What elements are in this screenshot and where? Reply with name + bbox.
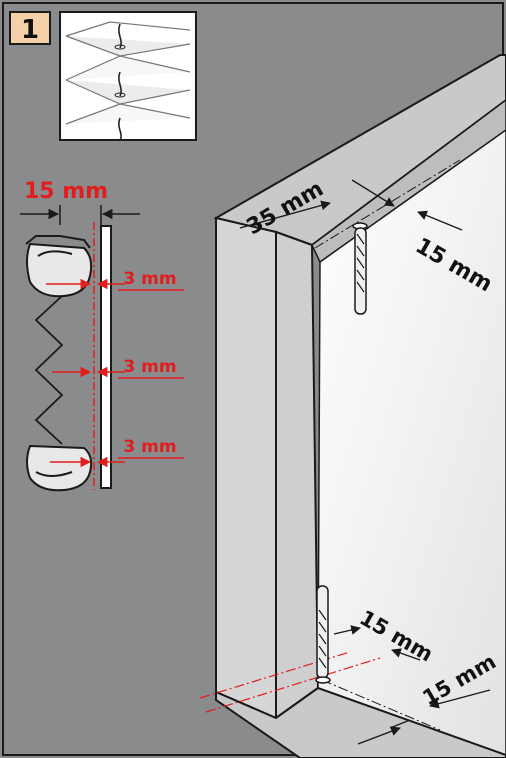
- step-number: 1: [21, 15, 39, 45]
- window-frame-icon: [199, 54, 506, 758]
- pleated-fabric-icon: [59, 11, 197, 141]
- drill-bit-icon: [352, 222, 368, 315]
- offset-top-label: 3 mm: [123, 269, 176, 289]
- profile-rail-icon: 15 mm 3 mm 3 mm 3 mm: [20, 179, 184, 492]
- drill-bit-icon: [315, 585, 331, 684]
- offset-middle-label: 3 mm: [123, 357, 176, 377]
- step-badge: 1: [9, 11, 51, 45]
- offset-bottom-label: 3 mm: [123, 437, 176, 457]
- profile-width-label: 15 mm: [24, 179, 108, 204]
